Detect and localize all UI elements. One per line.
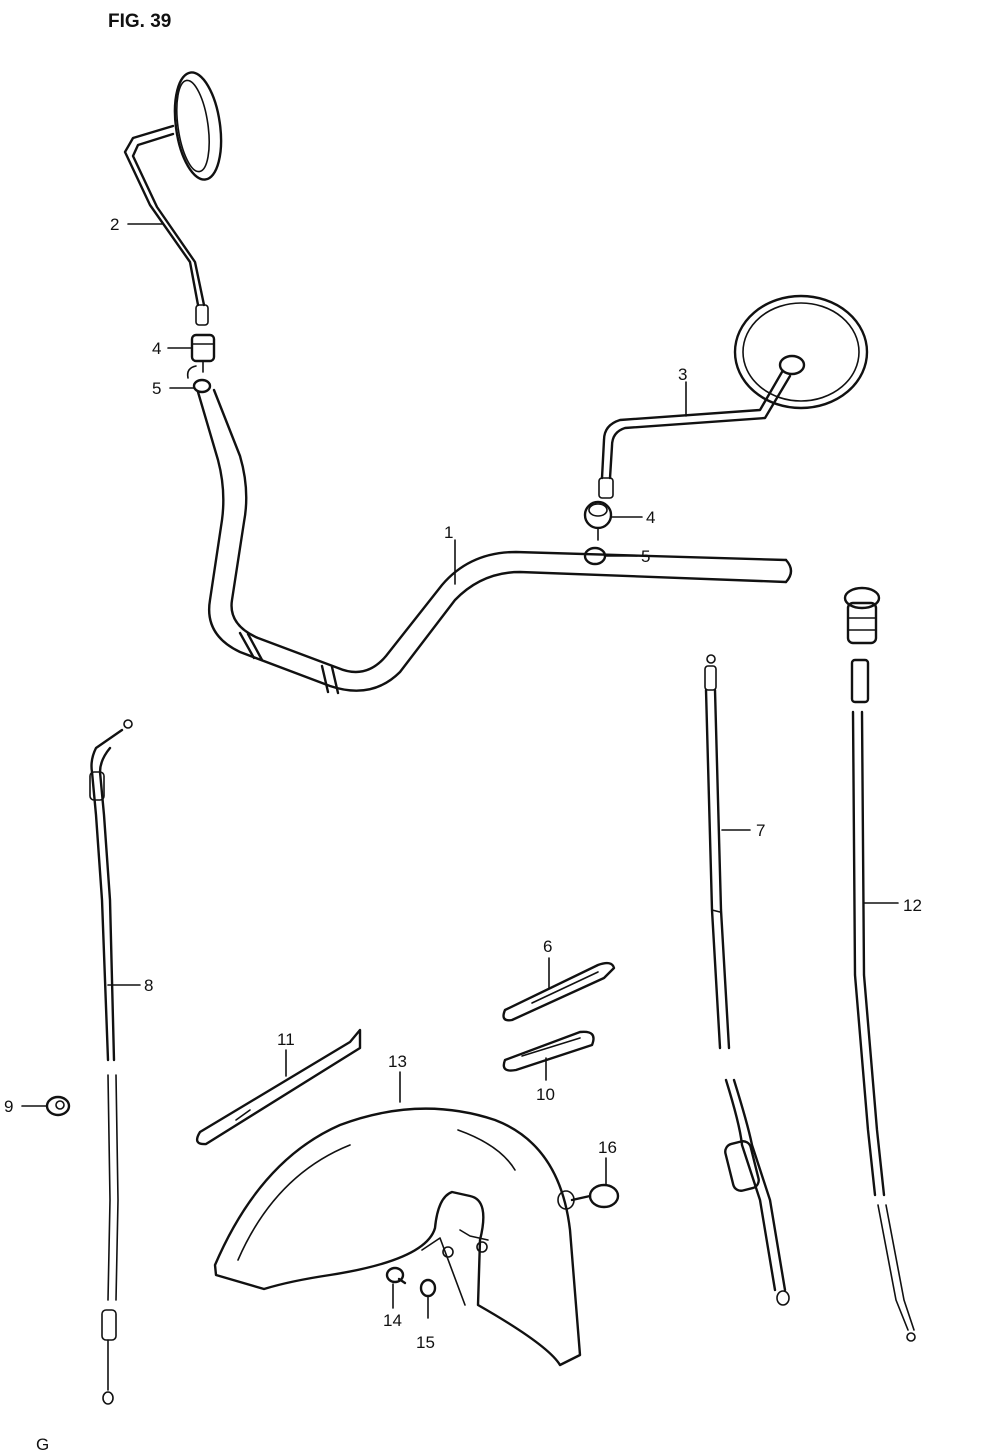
callout-label-6: 6 bbox=[543, 937, 552, 956]
speedometer-cable bbox=[843, 586, 916, 1342]
callout-6: 6 bbox=[543, 937, 552, 989]
callout-3: 3 bbox=[678, 365, 687, 417]
callout-label-10: 10 bbox=[536, 1085, 555, 1104]
callout-11: 11 bbox=[277, 1030, 295, 1077]
reflector bbox=[557, 1183, 620, 1210]
callout-7: 7 bbox=[721, 821, 765, 840]
callout-label-8: 8 bbox=[144, 976, 153, 995]
callout-label-5-right: 5 bbox=[641, 547, 650, 566]
callout-14: 14 bbox=[383, 1283, 402, 1330]
callout-label-4-right: 4 bbox=[646, 508, 655, 527]
cable-clip bbox=[45, 1095, 71, 1117]
callout-label-12: 12 bbox=[903, 896, 922, 915]
callout-15: 15 bbox=[416, 1295, 435, 1352]
callout-label-5-left: 5 bbox=[152, 379, 161, 398]
callout-13: 13 bbox=[388, 1052, 407, 1103]
handlebar bbox=[196, 388, 793, 695]
figure-title: FIG. 39 bbox=[108, 11, 171, 32]
callout-label-1: 1 bbox=[444, 523, 453, 542]
fender-brace bbox=[195, 1028, 362, 1146]
corner-mark: G bbox=[36, 1435, 49, 1453]
callout-5-right: 5 bbox=[604, 547, 650, 566]
callout-label-15: 15 bbox=[416, 1333, 435, 1352]
left-mirror-nut bbox=[186, 365, 212, 394]
right-mirror-adaptor bbox=[583, 500, 613, 541]
callout-label-11: 11 bbox=[277, 1030, 295, 1049]
callout-4-right: 4 bbox=[610, 508, 655, 527]
fender-washer bbox=[419, 1278, 437, 1298]
strap bbox=[502, 961, 616, 1022]
right-mirror-nut bbox=[583, 546, 607, 566]
callout-label-7: 7 bbox=[756, 821, 765, 840]
callout-label-13: 13 bbox=[388, 1052, 407, 1071]
callout-4-left: 4 bbox=[152, 339, 193, 358]
clutch-cable bbox=[704, 654, 790, 1306]
callout-label-2: 2 bbox=[110, 215, 119, 234]
callout-label-9: 9 bbox=[4, 1097, 13, 1116]
callout-5-left: 5 bbox=[152, 379, 195, 398]
throttle-cable bbox=[89, 719, 133, 1405]
callout-label-4-left: 4 bbox=[152, 339, 161, 358]
front-fender bbox=[213, 1107, 582, 1367]
callout-12: 12 bbox=[863, 896, 922, 915]
callout-8: 8 bbox=[107, 976, 153, 995]
callout-label-3: 3 bbox=[678, 365, 687, 384]
callout-2: 2 bbox=[110, 215, 163, 234]
callout-label-14: 14 bbox=[383, 1311, 402, 1330]
callout-9: 9 bbox=[4, 1097, 47, 1116]
callout-label-16: 16 bbox=[598, 1138, 617, 1157]
callout-16: 16 bbox=[598, 1138, 617, 1185]
callout-10: 10 bbox=[536, 1057, 555, 1104]
right-mirror bbox=[598, 294, 869, 499]
left-mirror bbox=[123, 71, 223, 326]
callout-1: 1 bbox=[444, 523, 456, 585]
strap-bracket bbox=[502, 1030, 595, 1072]
fender-bolt bbox=[385, 1266, 407, 1285]
